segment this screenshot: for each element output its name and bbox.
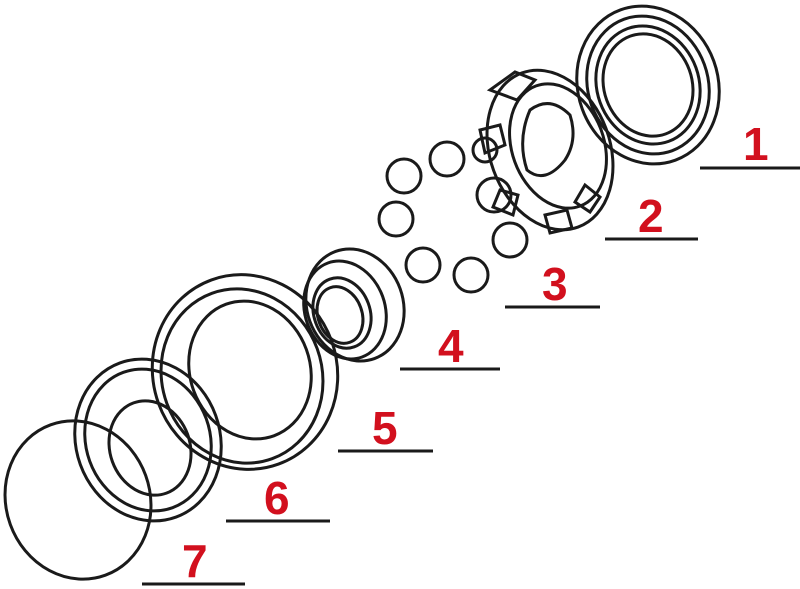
label-4: 4 — [400, 320, 500, 372]
part-4-inner-race — [302, 247, 406, 363]
label-1: 1 — [700, 118, 800, 170]
label-4-number: 4 — [438, 320, 464, 372]
label-3: 3 — [505, 258, 600, 310]
label-3-number: 3 — [542, 258, 568, 310]
label-7: 7 — [142, 535, 245, 587]
label-6-number: 6 — [264, 472, 290, 524]
label-6: 6 — [226, 472, 330, 524]
label-1-number: 1 — [743, 118, 769, 170]
label-5: 5 — [338, 402, 433, 454]
part-2-ball-cage — [478, 68, 615, 235]
part-1-outer-ring — [575, 4, 721, 166]
part-7-o-ring — [3, 419, 153, 581]
label-5-number: 5 — [372, 402, 398, 454]
label-7-number: 7 — [182, 535, 208, 587]
part-3-balls — [377, 136, 529, 294]
part-6-seal-ring — [73, 357, 223, 523]
label-2: 2 — [605, 190, 698, 242]
label-2-number: 2 — [638, 190, 664, 242]
